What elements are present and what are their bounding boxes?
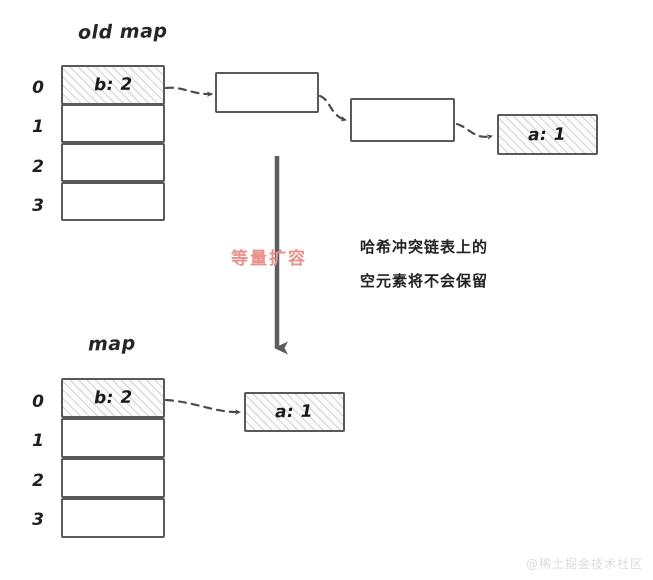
old-map-bucket-0[interactable]: b: 2 xyxy=(61,65,165,105)
new-map-bucket-0-label: b: 2 xyxy=(93,387,133,409)
watermark: @稀土掘金技术社区 xyxy=(525,557,643,571)
old-map-chain-node-0[interactable] xyxy=(215,72,319,113)
note-line-2: 空元素将不会保留 xyxy=(360,272,489,290)
old-map-row-index-3: 3 xyxy=(32,196,44,216)
old-map-row-index-2: 2 xyxy=(32,157,44,177)
new-map-row-index-3: 3 xyxy=(32,510,44,530)
old-map-bucket-0-label: b: 2 xyxy=(93,74,133,96)
expansion-label: 等量扩容 xyxy=(231,249,307,269)
new-map-title: map xyxy=(87,332,136,356)
old-map-chain-node-1[interactable] xyxy=(350,98,455,142)
connector-new-bucket0-to-node1 xyxy=(164,398,242,416)
new-map-bucket-1[interactable] xyxy=(61,418,165,458)
connector-node2-to-node3 xyxy=(455,122,494,140)
old-map-bucket-2[interactable] xyxy=(61,143,165,182)
old-map-row-index-0: 0 xyxy=(32,78,44,98)
new-map-row-index-1: 1 xyxy=(32,431,44,451)
old-map-bucket-3[interactable] xyxy=(61,182,165,221)
old-map-row-index-1: 1 xyxy=(32,117,44,137)
new-map-bucket-3[interactable] xyxy=(61,498,165,538)
new-map-row-index-0: 0 xyxy=(32,392,44,412)
old-map-title: old map xyxy=(77,20,168,44)
old-map-bucket-1[interactable] xyxy=(61,104,165,143)
new-map-bucket-2[interactable] xyxy=(61,458,165,498)
connector-old-bucket0-to-node1 xyxy=(164,86,214,98)
new-map-chain-node-0-label: a: 1 xyxy=(275,401,314,423)
old-map-chain-node-2-label: a: 1 xyxy=(528,124,567,145)
new-map-chain-node-0[interactable]: a: 1 xyxy=(244,392,345,432)
note-line-1: 哈希冲突链表上的 xyxy=(360,238,489,256)
connector-node1-to-node2 xyxy=(318,94,348,122)
old-map-chain-node-2[interactable]: a: 1 xyxy=(497,114,598,155)
new-map-bucket-0[interactable]: b: 2 xyxy=(61,378,165,418)
new-map-row-index-2: 2 xyxy=(32,471,44,491)
